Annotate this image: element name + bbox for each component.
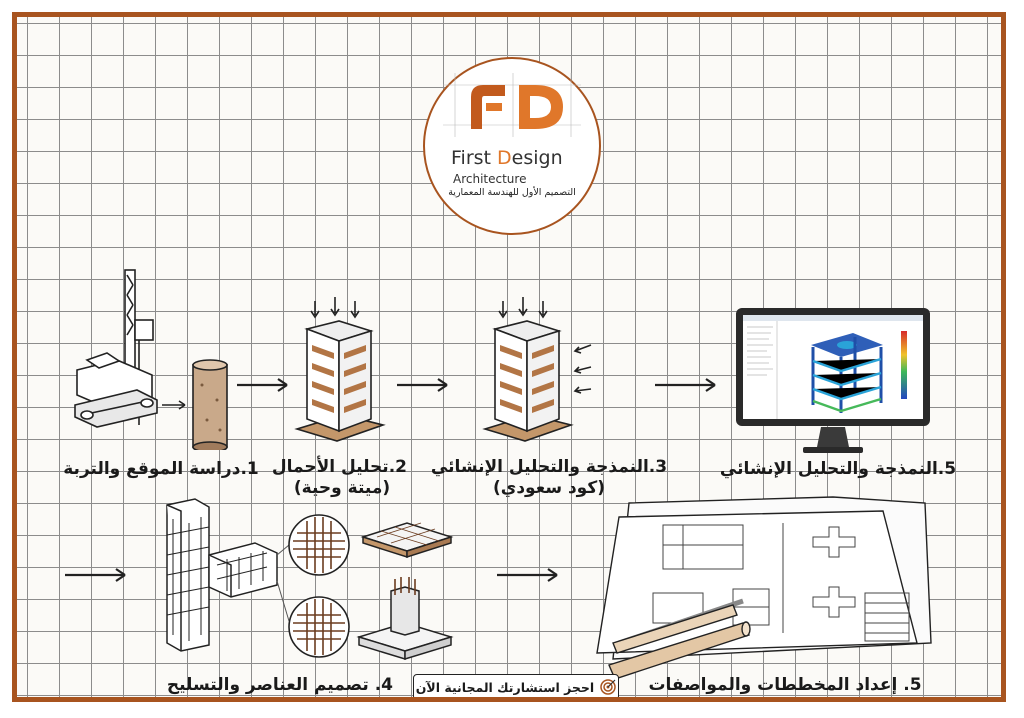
- monitor-structural-model: [736, 308, 930, 453]
- step-1-label: 1.دراسة الموقع والتربة: [63, 459, 259, 479]
- step-3-subtitle: (كود سعودي): [492, 478, 605, 498]
- step-5b-label: 5. إعداد المخططات والمواصفات: [648, 675, 922, 695]
- step-2-title: 2.تحليل الأحمال: [271, 457, 407, 477]
- drill-rig-illustration: [74, 269, 228, 450]
- logo-badge: First Design Architecture التصميم الأول …: [423, 57, 601, 235]
- arrow-3: [655, 378, 716, 392]
- brand-subtitle: Architecture: [453, 172, 527, 186]
- target-icon: [600, 679, 616, 695]
- arrow-1: [237, 378, 288, 392]
- building-loads-illustration: [294, 297, 386, 442]
- drawings-blueprints-illustration: [596, 496, 932, 680]
- reinforcement-details-illustration: [166, 498, 454, 661]
- building-lateral-loads-illustration: [482, 297, 592, 442]
- arrow-4: [65, 568, 126, 582]
- step-4-label: 4. تصميم العناصر والتسليح: [166, 675, 393, 695]
- arrow-5: [497, 568, 558, 582]
- brand-name: First Design: [451, 147, 563, 169]
- step-5a-label: 5.النمذجة والتحليل الإنشائي: [719, 459, 957, 479]
- arrow-2: [397, 378, 448, 392]
- step-2-subtitle: (ميتة وحية): [293, 478, 391, 498]
- step-3-title: 3.النمذجة والتحليل الإنشائي: [430, 457, 668, 477]
- logo-graphic: [443, 73, 581, 137]
- book-consultation-button[interactable]: احجز استشارتك المجانية الآن: [413, 674, 619, 697]
- step-3-label: 3.النمذجة والتحليل الإنشائي (كود سعودي): [429, 457, 669, 499]
- book-consultation-label: احجز استشارتك المجانية الآن: [415, 679, 595, 695]
- brand-arabic-tagline: التصميم الأول للهندسة المعمارية: [448, 187, 576, 198]
- diagram-frame: First Design Architecture التصميم الأول …: [12, 12, 1006, 702]
- step-2-label: 2.تحليل الأحمال (ميتة وحية): [271, 457, 407, 499]
